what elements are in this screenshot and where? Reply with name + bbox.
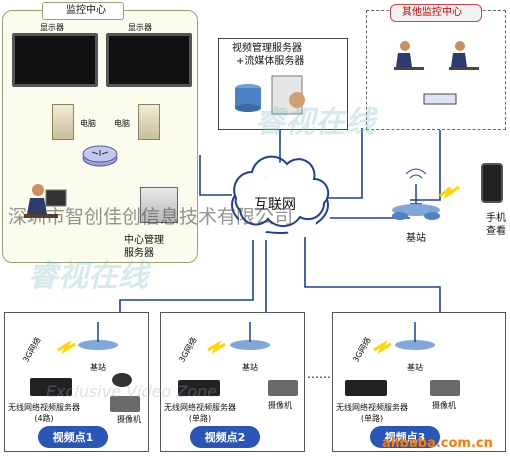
monitor-center-title-box — [42, 2, 124, 20]
video-server-title-1: 视频管理服务器 — [232, 43, 302, 54]
mobile-phone-icon — [481, 163, 503, 203]
more-sites-ellipsis: …… — [307, 367, 331, 381]
display-monitor-2 — [106, 33, 192, 87]
site-3-tag — [370, 426, 440, 448]
pc-label-1: 电脑 — [80, 119, 96, 128]
site-2-tag — [190, 426, 260, 448]
site-2-name: 视频点2 — [204, 431, 246, 444]
slogan-watermark: Exclusive Video Zone — [46, 382, 218, 401]
site-2-station: 基站 — [242, 363, 258, 372]
site-watermark: alibaba.com.cn — [382, 436, 493, 451]
base-station-label: 基站 — [406, 233, 426, 244]
server-pc-icon — [140, 187, 178, 223]
site-3-name: 视频点3 — [384, 431, 426, 444]
site-1-name: 视频点1 — [52, 431, 94, 444]
other-center-title: 其他监控中心 — [402, 7, 462, 18]
mobile-label: 手机 查看 — [486, 213, 506, 237]
logo-watermark-2: 睿视在线 — [28, 259, 148, 294]
center-server-label: 中心管理 服务器 — [124, 235, 164, 259]
site-3-station: 基站 — [407, 363, 423, 372]
other-center-panel — [366, 10, 506, 130]
display-monitor-1 — [12, 33, 98, 87]
site-1-tag — [38, 426, 108, 448]
monitor-center-title: 监控中心 — [66, 5, 106, 16]
site-2-camera: 摄像机 — [268, 401, 292, 410]
pc-tower-2 — [138, 104, 160, 140]
display-label-1: 显示器 — [40, 23, 64, 32]
site-1-station: 基站 — [90, 363, 106, 372]
site-2-encoder: 无线网络视频服务器 (单路) — [164, 403, 236, 423]
site-3-camera: 摄像机 — [432, 401, 456, 410]
display-label-2: 显示器 — [128, 23, 152, 32]
pc-tower-1 — [52, 104, 74, 140]
other-center-title-box — [390, 4, 482, 22]
site-3-encoder: 无线网络视频服务器 (单路) — [336, 403, 408, 423]
company-watermark: 深圳市智创佳创信息技术有限公司 — [8, 206, 294, 228]
internet-label: 互联网 — [254, 197, 296, 213]
logo-watermark-1: 睿视在线 — [255, 105, 375, 140]
video-server-title-2: +流媒体服务器 — [236, 56, 305, 67]
site-1-camera: 摄像机 — [117, 415, 141, 424]
pc-label-2: 电脑 — [114, 119, 130, 128]
site-1-encoder: 无线网络视频服务器 (4路) — [8, 403, 80, 423]
